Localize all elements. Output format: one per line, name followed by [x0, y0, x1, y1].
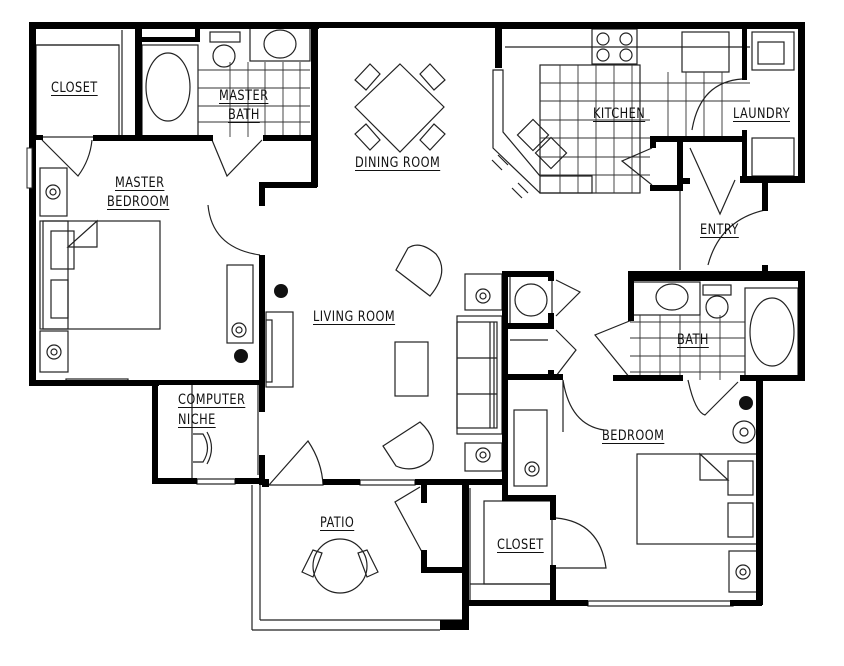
label-master-closet: CLOSET: [51, 80, 98, 96]
fixtures-and-furniture: [35, 27, 799, 631]
walls: [29, 22, 805, 630]
label-bath: BATH: [677, 332, 709, 348]
label-master-bath-line2: BATH: [228, 107, 260, 123]
label-master-bedroom-line2: BEDROOM: [107, 194, 170, 210]
label-living-room: LIVING ROOM: [313, 309, 396, 325]
armchair-top: [395, 244, 443, 297]
bath-tub-icon: [749, 297, 795, 367]
dining-table: [354, 63, 445, 153]
washer: [751, 31, 795, 71]
label-bedroom: BEDROOM: [602, 428, 665, 444]
label-master-bath-line1: MASTER: [219, 88, 269, 104]
patio-table: [312, 538, 368, 594]
label-computer-niche-line1: COMPUTER: [178, 392, 246, 408]
master-toilet-icon: [212, 44, 236, 68]
fridge: [681, 31, 730, 73]
bedroom-bed: [636, 453, 758, 545]
plant-icons: [234, 284, 753, 410]
label-patio: PATIO: [320, 515, 355, 531]
bedroom-window: [587, 600, 734, 607]
sink-icon: [516, 118, 550, 152]
label-master-bedroom-line1: MASTER: [115, 175, 165, 191]
coffee-table: [394, 341, 429, 397]
label-kitchen: KITCHEN: [593, 106, 646, 122]
dryer: [751, 137, 795, 177]
master-sink-icon: [263, 29, 297, 59]
kitchen-counter: [492, 69, 593, 194]
bath-sink-icon: [655, 283, 689, 311]
label-laundry: LAUNDRY: [733, 106, 791, 122]
label-dining-room: DINING ROOM: [355, 155, 441, 171]
master-tub-icon: [145, 52, 191, 122]
armchair-bottom: [382, 421, 434, 470]
label-computer-niche-line2: NICHE: [178, 412, 216, 428]
label-entry: ENTRY: [700, 222, 739, 238]
sofa: [456, 315, 503, 435]
label-bedroom-closet: CLOSET: [497, 537, 544, 553]
